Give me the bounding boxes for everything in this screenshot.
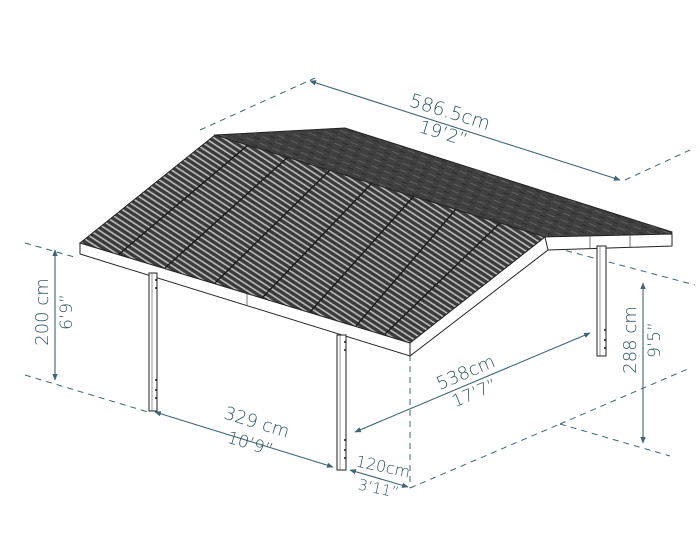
dim-label-overhang: 120cm 3’11” — [354, 452, 412, 502]
post-front-right — [336, 334, 347, 471]
dim-label-post-spacing: 329 cm 10’9” — [221, 403, 292, 461]
dim-label-overall-length: 586.5cm 19’2” — [407, 90, 493, 151]
peak-height-metric: 288 cm — [620, 306, 641, 374]
roof-panel-seams — [117, 144, 501, 335]
dim-label-peak-height: 288 cm 9’5” — [620, 306, 665, 374]
post-back-right — [596, 245, 607, 357]
eave-height-metric: 200 cm — [32, 278, 53, 346]
dim-label-eave-height: 200 cm 6’9” — [32, 278, 77, 346]
dim-line-overhang — [349, 469, 409, 488]
peak-height-imperial: 9’5” — [645, 322, 665, 358]
overhang-imperial: 3’11” — [356, 476, 400, 502]
dim-line-overall-length — [309, 80, 621, 181]
dim-line-post-depth — [354, 332, 591, 433]
post-front-left — [148, 272, 158, 412]
eave-height-imperial: 6’9” — [57, 294, 77, 330]
dim-line-post-spacing — [154, 411, 334, 468]
dimension-lines — [52, 80, 646, 488]
